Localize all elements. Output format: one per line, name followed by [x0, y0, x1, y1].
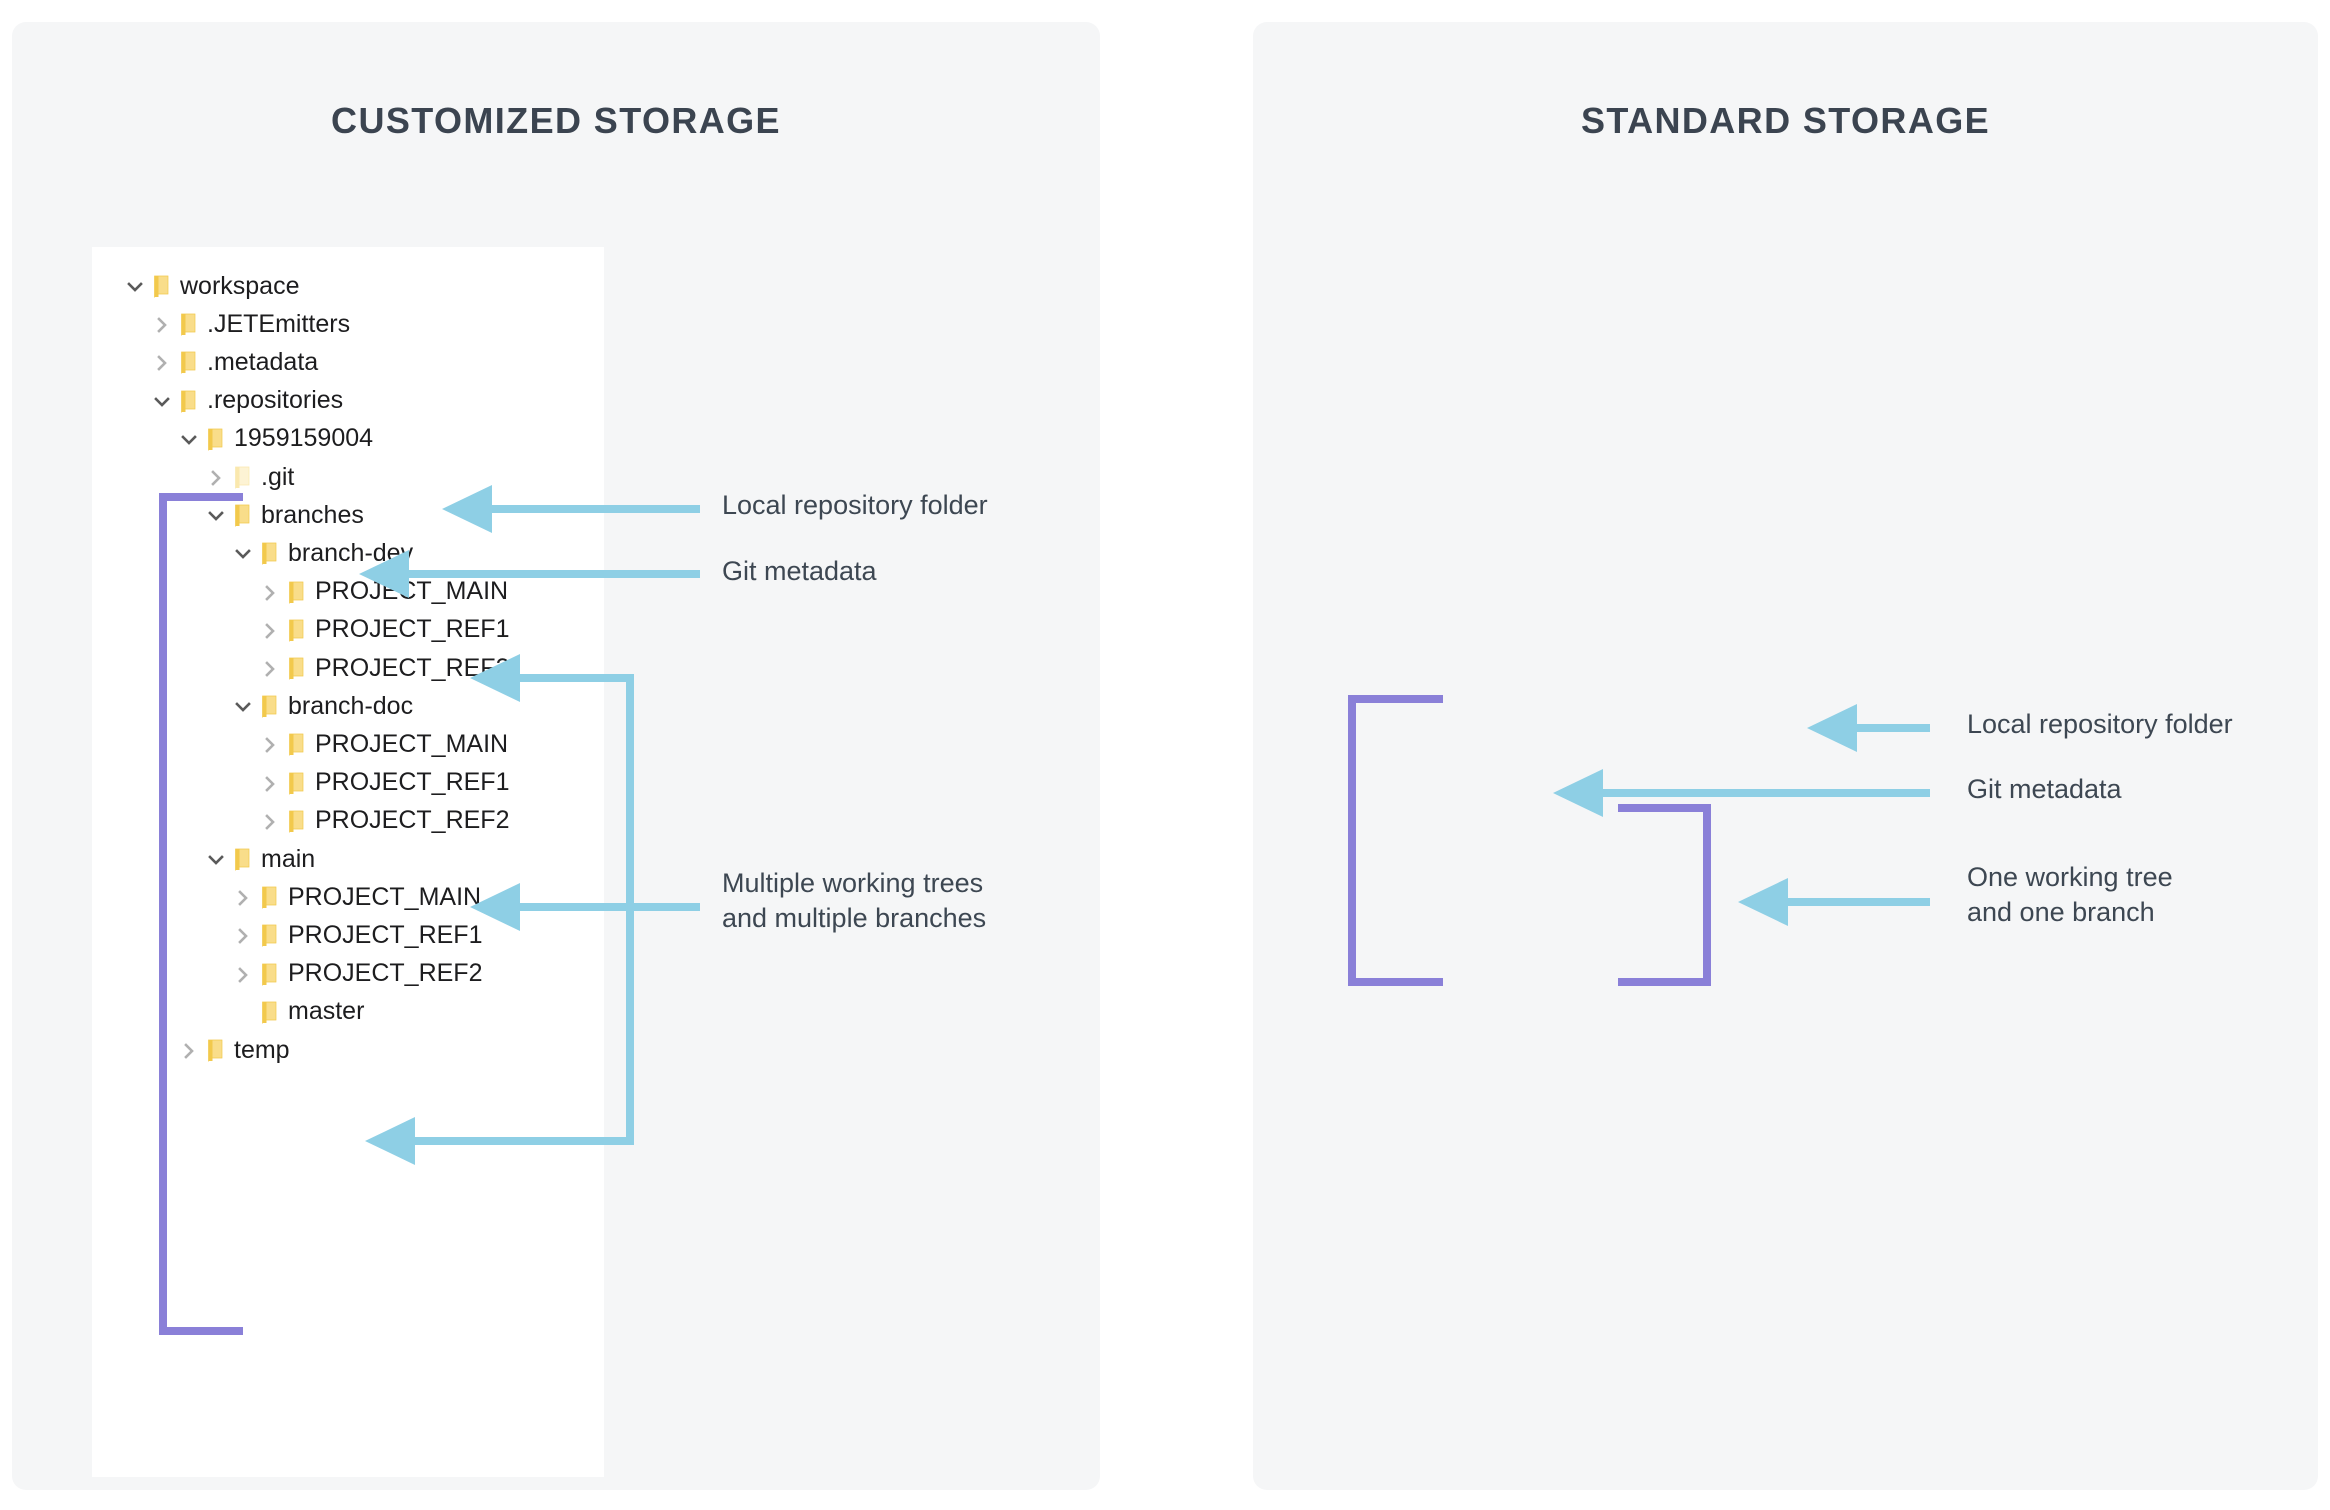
tree-node[interactable]: PROJECT_REF1 [257, 611, 509, 649]
chevron-right-icon[interactable] [230, 961, 256, 987]
chevron-right-icon[interactable] [149, 311, 175, 337]
tree-node-label: branches [261, 500, 364, 529]
folder-icon [256, 999, 282, 1025]
tree-node-label: temp [234, 1035, 290, 1064]
chevron-down-icon[interactable] [230, 540, 256, 566]
chevron-right-icon[interactable] [257, 617, 283, 643]
folder-icon [256, 961, 282, 987]
chevron-down-icon[interactable] [203, 502, 229, 528]
tree-node[interactable]: .metadata [149, 343, 318, 381]
tree-node[interactable]: PROJECT_MAIN [230, 878, 481, 916]
chevron-right-icon[interactable] [257, 770, 283, 796]
tree-node-label: .repositories [207, 386, 344, 415]
standard-storage-panel: STANDARD STORAGE workspace.JETEmitters.m… [1253, 22, 2318, 1490]
annotation-working-trees-left: Multiple working trees and multiple bran… [722, 868, 987, 934]
tree-node-label: branch-dev [288, 538, 414, 567]
tree-node[interactable]: main [203, 840, 315, 878]
chevron-down-icon[interactable] [149, 388, 175, 414]
twisty-spacer [230, 999, 256, 1025]
tree-node-label: .git [261, 462, 295, 491]
tree-node-label: PROJECT_REF1 [315, 615, 510, 644]
folder-icon [256, 693, 282, 719]
chevron-right-icon[interactable] [257, 731, 283, 757]
tree-node[interactable]: PROJECT_REF2 [257, 802, 509, 840]
panel-title-standard: STANDARD STORAGE [1580, 100, 1991, 141]
tree-node-label: main [261, 844, 316, 873]
folder-icon [283, 770, 309, 796]
chevron-right-icon[interactable] [176, 1037, 202, 1063]
tree-node-label: master [288, 997, 365, 1026]
tree-node[interactable]: branch-doc [230, 687, 413, 725]
annotation-working-tree-right: One working tree and one branch [1967, 862, 2173, 928]
chevron-down-icon[interactable] [230, 693, 256, 719]
annotation-git-metadata-right: Git metadata [1967, 774, 2122, 804]
folder-icon [175, 349, 201, 375]
chevron-down-icon[interactable] [203, 846, 229, 872]
folder-icon [175, 311, 201, 337]
folder-hidden-icon [229, 464, 255, 490]
folder-icon [283, 579, 309, 605]
chevron-right-icon[interactable] [257, 579, 283, 605]
tree-node-label: PROJECT_MAIN [288, 882, 482, 911]
annotation-local-repo-folder-right: Local repository folder [1967, 709, 2233, 739]
chevron-right-icon[interactable] [230, 922, 256, 948]
folder-icon [283, 655, 309, 681]
tree-node[interactable]: branches [203, 496, 364, 534]
tree-node[interactable]: PROJECT_MAIN [257, 725, 508, 763]
folder-icon [283, 808, 309, 834]
annotation-git-metadata-left: Git metadata [722, 556, 877, 586]
tree-node[interactable]: .git [203, 458, 294, 496]
tree-node-label: PROJECT_MAIN [315, 577, 509, 606]
tree-node[interactable]: temp [176, 1031, 290, 1069]
folder-icon [148, 273, 174, 299]
chevron-right-icon[interactable] [257, 655, 283, 681]
tree-node-label: 1959159004 [234, 424, 374, 453]
file-tree-card-customized: workspace .JETEmitters .metadata .repositor… [92, 247, 604, 1477]
tree-node-label: workspace [180, 271, 300, 300]
tree-node-label: PROJECT_REF1 [288, 920, 483, 949]
tree-node[interactable]: master [230, 993, 364, 1031]
tree-node[interactable]: .JETEmitters [149, 305, 350, 343]
tree-node[interactable]: branch-dev [230, 534, 413, 572]
tree-node-label: PROJECT_REF2 [315, 806, 510, 835]
folder-icon [229, 846, 255, 872]
customized-storage-panel: CUSTOMIZED STORAGE workspace .JETEmitters… [12, 22, 1100, 1490]
tree-node[interactable]: PROJECT_REF2 [257, 649, 509, 687]
tree-node[interactable]: 1959159004 [176, 420, 373, 458]
folder-icon [256, 922, 282, 948]
folder-icon [283, 731, 309, 757]
tree-node[interactable]: PROJECT_MAIN [257, 573, 508, 611]
chevron-right-icon[interactable] [149, 349, 175, 375]
tree-node-label: PROJECT_REF2 [315, 653, 510, 682]
tree-node-label: PROJECT_REF1 [315, 768, 510, 797]
chevron-down-icon[interactable] [176, 426, 202, 452]
annotation-local-repo-folder-left: Local repository folder [722, 490, 988, 520]
chevron-down-icon[interactable] [122, 273, 148, 299]
tree-node-label: .JETEmitters [207, 309, 351, 338]
folder-icon [256, 540, 282, 566]
folder-icon [202, 426, 228, 452]
folder-icon [283, 617, 309, 643]
tree-node[interactable]: .repositories [149, 382, 343, 420]
chevron-right-icon[interactable] [257, 808, 283, 834]
panel-title-customized: CUSTOMIZED STORAGE [331, 100, 781, 141]
folder-icon [229, 502, 255, 528]
folder-icon [175, 388, 201, 414]
tree-node-label: PROJECT_MAIN [315, 729, 509, 758]
tree-node[interactable]: PROJECT_REF2 [230, 955, 482, 993]
folder-icon [256, 884, 282, 910]
tree-node[interactable]: PROJECT_REF1 [230, 916, 482, 954]
tree-node-label: PROJECT_REF2 [288, 959, 483, 988]
tree-node-label: branch-doc [288, 691, 414, 720]
chevron-right-icon[interactable] [203, 464, 229, 490]
chevron-right-icon[interactable] [230, 884, 256, 910]
folder-icon [202, 1037, 228, 1063]
tree-node-label: .metadata [207, 347, 319, 376]
tree-node[interactable]: workspace [122, 267, 300, 305]
tree-node[interactable]: PROJECT_REF1 [257, 764, 509, 802]
